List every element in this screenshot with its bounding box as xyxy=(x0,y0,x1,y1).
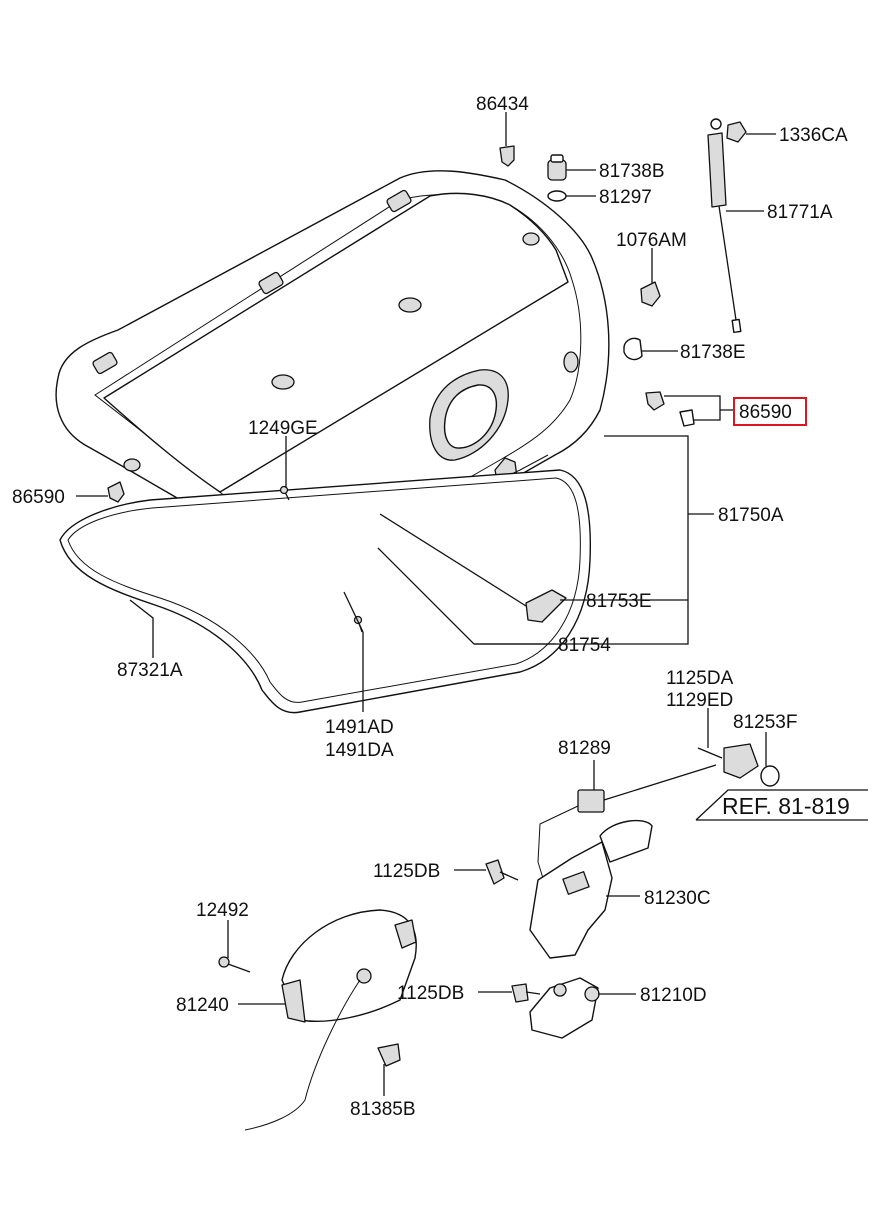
gas-strut-81771a xyxy=(707,118,742,334)
label-86590-left[interactable]: 86590 xyxy=(12,487,65,508)
screw-1249ge xyxy=(279,485,290,501)
label-1125db-upper[interactable]: 1125DB xyxy=(373,861,440,882)
label-81253f[interactable]: 81253F xyxy=(733,712,797,733)
clip-86434 xyxy=(499,145,515,167)
label-81753e[interactable]: 81753E xyxy=(586,591,652,612)
bolt-1125db-lower xyxy=(511,983,541,1003)
striker-81210d xyxy=(529,977,600,1039)
bolt-1125db-upper xyxy=(485,859,519,885)
label-12492[interactable]: 12492 xyxy=(196,900,249,921)
label-81738b[interactable]: 81738B xyxy=(599,161,665,182)
label-1491da[interactable]: 1491DA xyxy=(325,740,394,761)
label-86434[interactable]: 86434 xyxy=(476,94,529,115)
lock-cylinder-81253f xyxy=(697,743,780,787)
label-81297[interactable]: 81297 xyxy=(599,187,652,208)
label-81738e[interactable]: 81738E xyxy=(680,342,746,363)
label-1076am[interactable]: 1076AM xyxy=(616,230,687,251)
label-1491ad[interactable]: 1491AD xyxy=(325,717,394,738)
label-1249ge[interactable]: 1249GE xyxy=(248,418,318,439)
latch-81230c xyxy=(529,819,653,959)
handle-81240 xyxy=(244,909,417,1131)
label-81240[interactable]: 81240 xyxy=(176,995,229,1016)
label-81289[interactable]: 81289 xyxy=(558,738,611,759)
clip-86590-left xyxy=(107,481,125,503)
highlight-box-86590 xyxy=(733,397,807,426)
nut-1336ca xyxy=(726,121,747,143)
label-87321a[interactable]: 87321A xyxy=(117,660,183,681)
label-81385b[interactable]: 81385B xyxy=(350,1099,416,1120)
label-86590-right[interactable]: 86590 xyxy=(739,402,792,423)
label-81754[interactable]: 81754 xyxy=(558,635,611,656)
label-1125db-lower[interactable]: 1125DB xyxy=(397,983,464,1004)
label-1129ed[interactable]: 1129ED xyxy=(666,690,733,711)
washer-81297 xyxy=(547,190,567,202)
clips-86590-right xyxy=(645,391,695,427)
leader-lines xyxy=(76,112,868,1096)
actuator-81289 xyxy=(537,764,717,886)
screw-12492 xyxy=(218,956,251,973)
bumper-81738e xyxy=(623,337,643,361)
grommet-81385b xyxy=(377,1043,401,1067)
label-81771a[interactable]: 81771A xyxy=(767,202,833,223)
label-1125da[interactable]: 1125DA xyxy=(666,668,734,689)
label-81230c[interactable]: 81230C xyxy=(644,888,711,909)
label-81210d[interactable]: 81210D xyxy=(640,985,707,1006)
ref-label-81-819[interactable]: REF. 81-819 xyxy=(722,793,850,819)
weatherstrip-87321a xyxy=(59,469,592,714)
bumper-81738b xyxy=(547,154,567,181)
label-1336ca[interactable]: 1336CA xyxy=(779,125,848,146)
part-labels: 86434 81738B 81297 1336CA 81771A 1076AM … xyxy=(12,94,850,1120)
grommet-1076am xyxy=(640,281,661,307)
panel-cap-81753e xyxy=(525,589,567,623)
label-81750a[interactable]: 81750A xyxy=(718,505,784,526)
